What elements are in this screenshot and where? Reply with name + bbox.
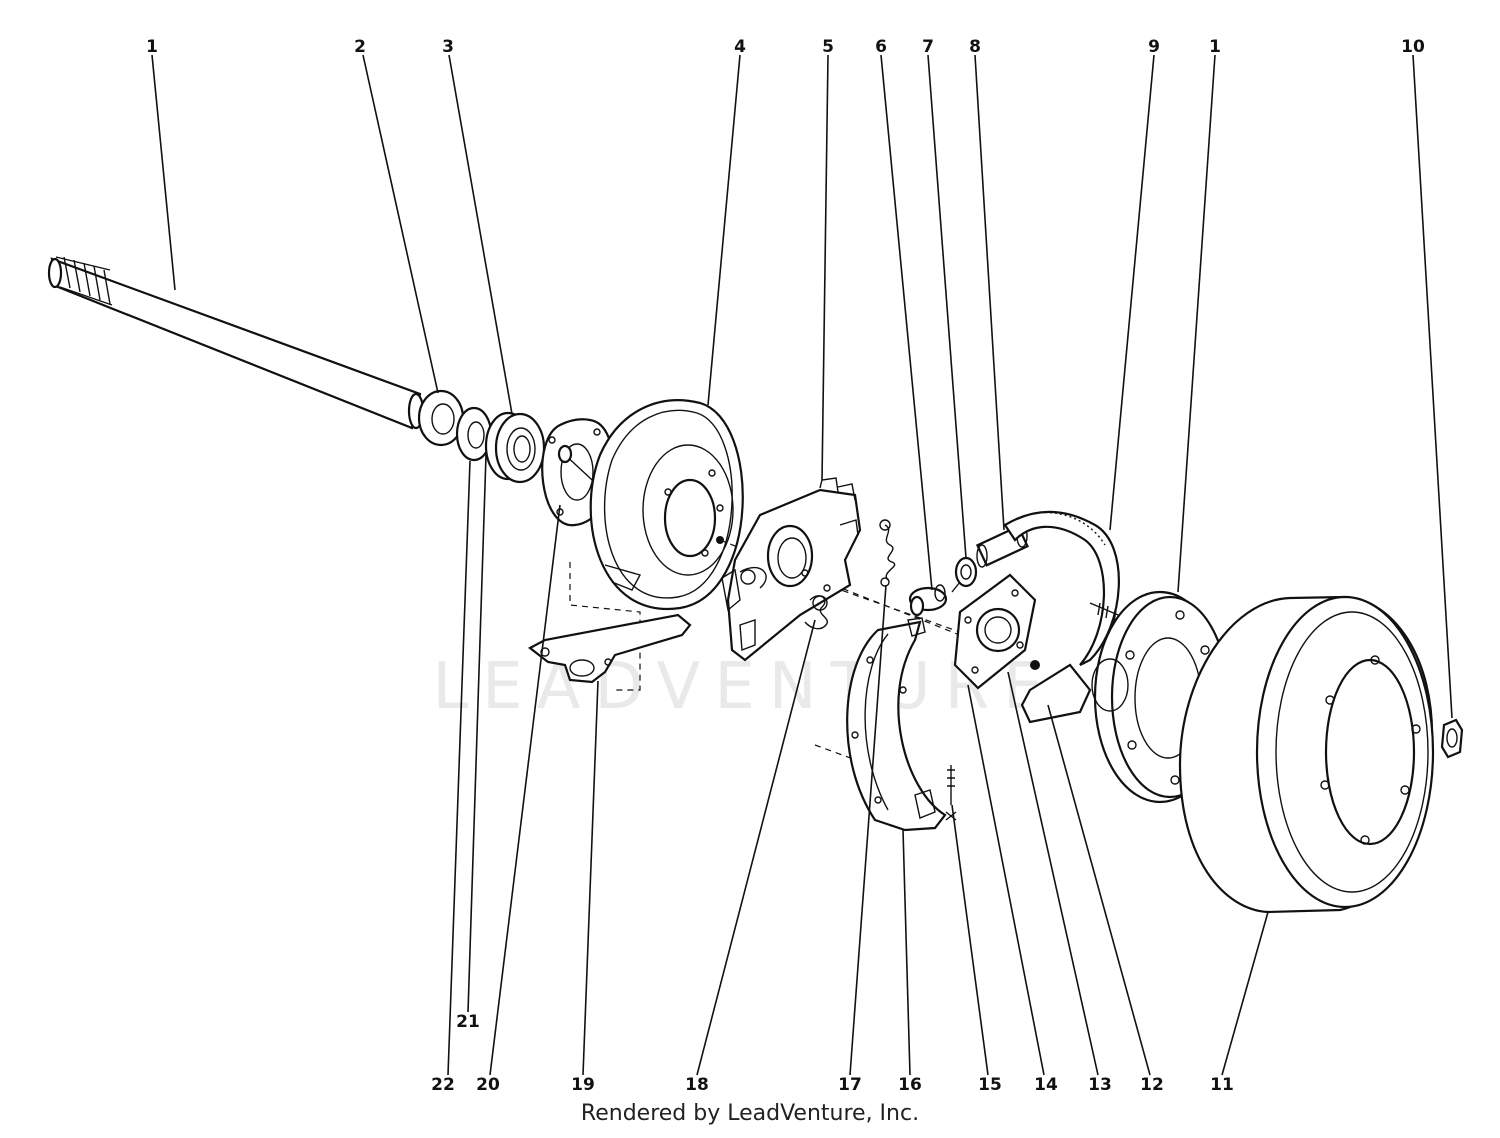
callout-4: 4 [734,37,746,57]
callout-11: 11 [1210,1075,1234,1095]
seal [417,389,465,447]
callout-13: 13 [1088,1075,1112,1095]
upper-return-spring [879,519,896,587]
adjuster-screw [951,556,978,593]
callout-5: 5 [822,37,834,57]
adjuster-cylinder [908,584,948,617]
callout-17: 17 [838,1075,862,1095]
backing-plate [589,399,744,611]
callout-7: 7 [922,37,934,57]
callout-18: 18 [685,1075,709,1095]
callout-22: 22 [431,1075,455,1095]
callout-19: 19 [571,1075,595,1095]
callouts-bottom: 21 22 20 19 18 17 16 15 14 13 12 11 [431,1012,1234,1095]
callout-3: 3 [442,37,454,57]
bearing [484,411,546,484]
callout-1-hub: 1 [1209,37,1221,57]
axle-shaft [47,256,425,430]
callout-10: 10 [1401,37,1425,57]
footer-credit: Rendered by LeadVenture, Inc. [580,1101,920,1126]
brake-lever [527,613,692,684]
callout-20: 20 [476,1075,500,1095]
callout-8: 8 [969,37,981,57]
leader-lines [151,54,1453,1076]
callout-9: 9 [1148,37,1160,57]
callout-14: 14 [1034,1075,1058,1095]
lug-nut [1440,718,1464,759]
cam-plate [953,573,1037,690]
callout-15: 15 [978,1075,1002,1095]
callout-6: 6 [875,37,887,57]
callout-2: 2 [354,37,366,57]
brake-drum [1178,595,1435,914]
callout-21: 21 [456,1012,480,1032]
callout-1-shaft: 1 [146,37,158,57]
callout-12: 12 [1140,1075,1164,1095]
callouts-top: 1 2 3 4 5 6 7 8 9 1 10 [146,37,1425,57]
brake-band [1003,510,1120,724]
hold-down-pin [945,765,957,821]
lower-spring [804,595,828,630]
callout-16: 16 [898,1075,922,1095]
